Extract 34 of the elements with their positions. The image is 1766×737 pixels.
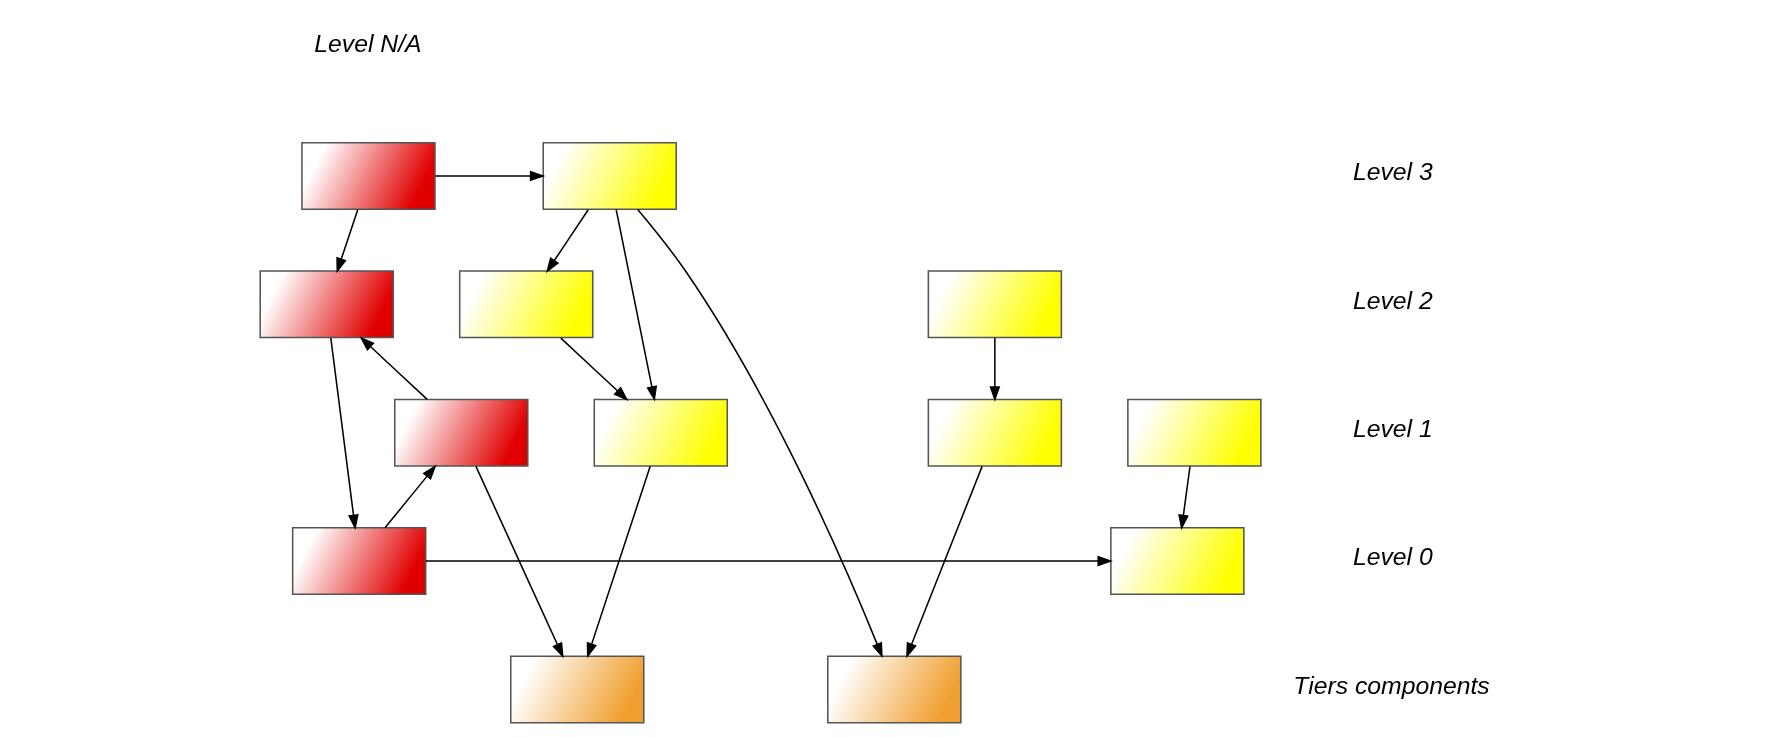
node-box — [509, 655, 645, 724]
node-box — [927, 398, 1062, 467]
label: Level N/A — [313, 29, 422, 57]
node-box — [291, 527, 426, 596]
arrow — [1177, 465, 1191, 531]
label: Level 1 — [1352, 415, 1433, 443]
label: Tiers components — [1292, 671, 1490, 699]
node-box — [541, 141, 677, 210]
node-box — [593, 398, 728, 467]
label: Level 3 — [1352, 158, 1433, 186]
node-box — [258, 270, 394, 339]
node-box — [826, 655, 962, 724]
arrow — [383, 464, 436, 529]
arrow — [905, 465, 983, 659]
arrow — [335, 208, 358, 274]
arrow — [474, 465, 564, 659]
node-box — [927, 270, 1062, 339]
arrow — [614, 208, 657, 402]
node-box — [1126, 398, 1262, 467]
label: Level 0 — [1352, 543, 1433, 571]
node-box — [393, 398, 529, 467]
arrow — [359, 336, 428, 401]
arrow — [636, 208, 883, 659]
arrow — [545, 208, 589, 273]
node-box — [1109, 527, 1245, 596]
node-box — [300, 141, 436, 210]
label: Level 2 — [1352, 286, 1433, 314]
arrow — [559, 337, 628, 401]
arrow — [424, 555, 1113, 567]
arrow — [988, 337, 1000, 402]
node-box — [458, 270, 593, 339]
arrow — [586, 465, 651, 659]
arrow — [329, 337, 359, 530]
arrow — [434, 170, 545, 182]
